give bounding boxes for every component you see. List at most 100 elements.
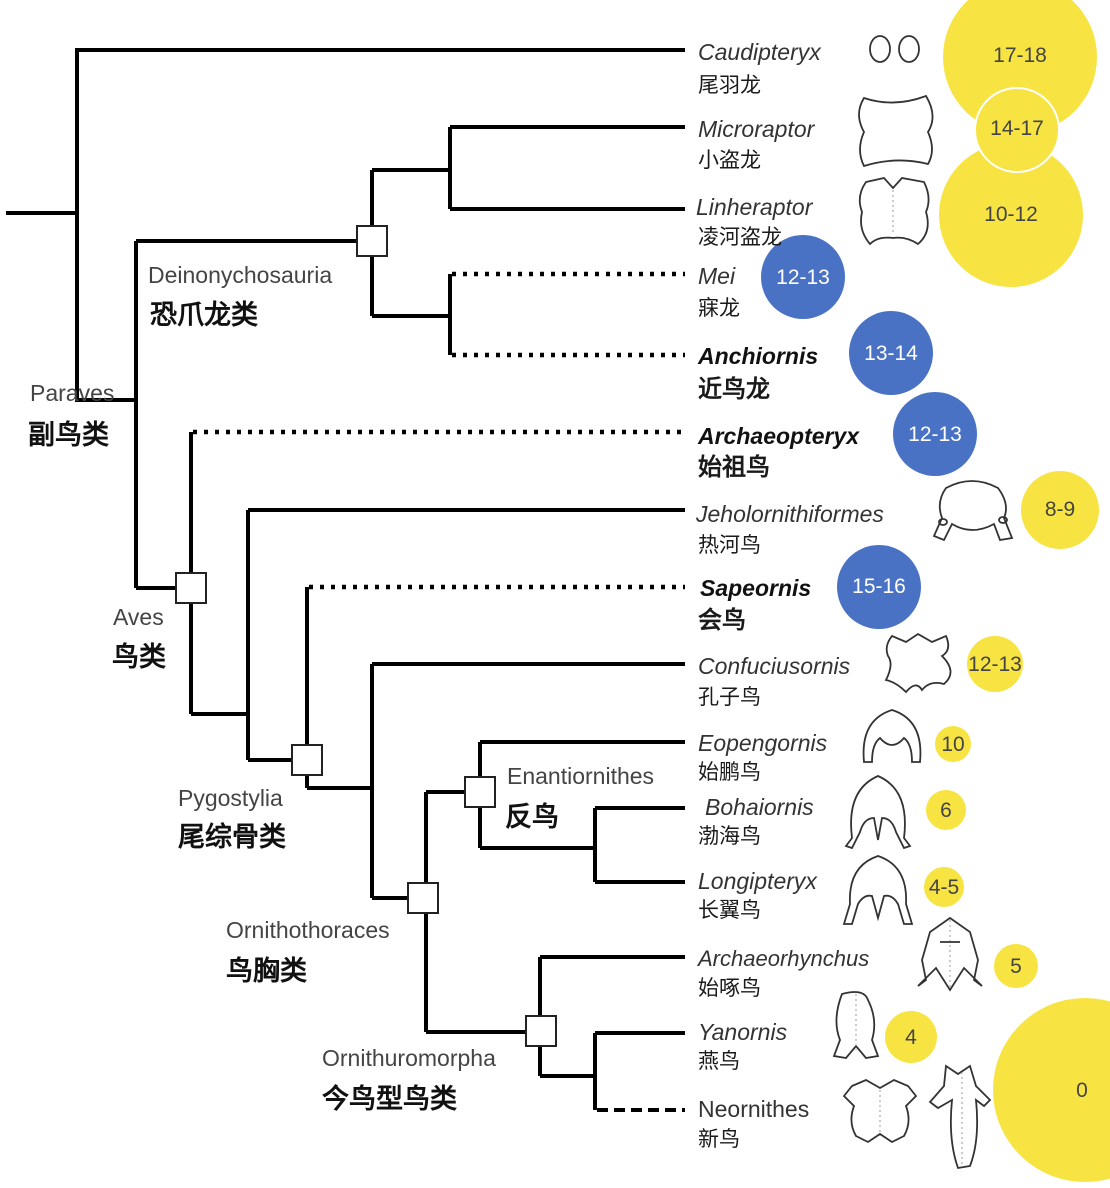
badge-circle-anchiornis [849, 311, 933, 395]
bohaiornis-sternum-icon [844, 775, 912, 850]
taxon-label: Caudipteryx [698, 39, 822, 65]
badge-circle-archaeopteryx [893, 392, 977, 476]
neornithes-sternum-icon [842, 1078, 918, 1144]
clade-label-deinonychosauria: Deinonychosauria [148, 262, 332, 288]
neornithes-keeled-sternum-icon [928, 1064, 992, 1170]
taxon-label-zh: 近鸟龙 [698, 375, 770, 403]
clade-label-pygostylia-zh: 尾综骨类 [178, 821, 286, 853]
taxon-label: Sapeornis [700, 575, 811, 601]
clade-label-paraves: Paraves [30, 380, 114, 406]
clade-label-paraves-zh: 副鸟类 [28, 419, 109, 451]
badge-circle-neornithes [993, 998, 1110, 1182]
badge-value: 4-5 [929, 876, 959, 899]
badge-circle-mei [761, 235, 845, 319]
badge-value: 12-13 [908, 423, 962, 446]
taxon-label: Microraptor [698, 116, 816, 142]
badge-circle-linheraptor [939, 143, 1083, 287]
taxon-label-zh: 热河鸟 [698, 533, 761, 557]
count-badges [761, 0, 1110, 1182]
badge-circle-caudipteryx [943, 0, 1097, 134]
taxon-label: Confuciusornis [698, 653, 851, 679]
clade-label-deinonychosauria-zh: 恐爪龙类 [150, 300, 258, 331]
badge-circle-longipteryx [924, 867, 964, 907]
taxon-label-zh: 会鸟 [698, 606, 746, 634]
badge-circle-microraptor [974, 87, 1060, 173]
clade-label-enantiornithes-zh: 反鸟 [505, 801, 559, 833]
taxon-label: Eopengornis [698, 730, 828, 756]
badge-value: 4 [905, 1026, 917, 1049]
node-deinonychosauria [356, 225, 388, 257]
badge-value: 8-9 [1045, 498, 1075, 521]
taxon-label-zh: 小盗龙 [698, 148, 761, 172]
clade-label-ornithuromorpha-zh: 今鸟型鸟类 [322, 1083, 457, 1115]
badge-value: 14-17 [990, 117, 1044, 140]
taxon-label: Yanornis [698, 1019, 788, 1045]
taxon-label-zh: 长翼鸟 [698, 898, 761, 922]
taxon-label-zh: 始祖鸟 [698, 453, 770, 481]
jeholornithiform-sternum-icon [932, 480, 1014, 542]
taxon-label-zh: 始鹏鸟 [698, 760, 761, 784]
microraptor-sternum-icon [858, 94, 934, 168]
eopengornis-sternum-icon [862, 709, 922, 763]
clade-label-aves: Aves [113, 604, 164, 630]
node-aves [175, 572, 207, 604]
badge-value: 0 [1076, 1079, 1088, 1102]
taxon-label: Anchiornis [697, 343, 818, 369]
badge-value: 15-16 [852, 575, 906, 598]
clade-label-enantiornithes: Enantiornithes [507, 763, 654, 789]
tree-branches [6, 48, 685, 1112]
clade-label-ornithuromorpha: Ornithuromorpha [322, 1045, 496, 1071]
taxon-label: Archaeopteryx [697, 423, 860, 449]
taxon-label-zh: 始啄鸟 [698, 976, 761, 1000]
taxon-label-zh: 孔子鸟 [698, 685, 761, 709]
taxon-label: Linheraptor [696, 194, 814, 220]
taxon-label-zh: 燕鸟 [698, 1049, 740, 1073]
linheraptor-sternum-icon [858, 177, 930, 246]
taxon-label-zh: 尾羽龙 [698, 73, 761, 97]
node-enantiornithes [464, 776, 496, 808]
clade-label-ornithothoraces: Ornithothoraces [226, 917, 390, 943]
clade-labels: Paraves 副鸟类 Deinonychosauria 恐爪龙类 Aves 鸟… [28, 262, 654, 1115]
taxon-label-zh: 渤海鸟 [698, 824, 761, 848]
taxon-label: Longipteryx [698, 868, 818, 894]
badge-numbers: 17-18 14-17 10-12 12-13 13-14 12-13 8-9 … [776, 44, 1088, 1102]
sternum-icons [832, 35, 1014, 1170]
badge-circle-sapeornis [837, 545, 921, 629]
badge-circle-yanornis [885, 1011, 937, 1063]
paired-oval-sternum-icon [869, 35, 920, 63]
taxon-label: Mei [698, 263, 736, 289]
node-pygostylia [291, 744, 323, 776]
taxon-labels: Caudipteryx 尾羽龙 Microraptor 小盗龙 Linherap… [695, 39, 884, 1151]
badge-value: 17-18 [993, 44, 1047, 67]
yanornis-sternum-icon [832, 991, 880, 1059]
badge-circle-bohaiornis [926, 790, 966, 830]
taxon-label-zh: 寐龙 [698, 296, 740, 320]
taxon-label: Neornithes [698, 1096, 809, 1122]
clade-label-pygostylia: Pygostylia [178, 785, 283, 811]
taxon-label: Archaeorhynchus [696, 946, 869, 971]
badge-value: 12-13 [968, 653, 1022, 676]
node-ornithothoraces [407, 882, 439, 914]
confuciusornis-sternum-icon [884, 632, 952, 694]
taxon-label: Bohaiornis [705, 794, 814, 820]
clade-label-aves-zh: 鸟类 [112, 641, 166, 673]
badge-circle-eopengornis [935, 726, 971, 762]
badge-value: 5 [1010, 955, 1022, 978]
badge-value: 10 [941, 733, 964, 756]
node-markers [175, 225, 557, 1047]
taxon-label-zh: 凌河盗龙 [698, 225, 782, 249]
badge-circle-jeholornithiformes [1021, 471, 1099, 549]
taxon-label: Jeholornithiformes [695, 501, 884, 527]
taxon-label-zh: 新鸟 [698, 1127, 740, 1151]
clade-label-ornithothoraces-zh: 鸟胸类 [226, 955, 307, 987]
badge-circle-confuciusornis [967, 636, 1023, 692]
badge-value: 10-12 [984, 203, 1038, 226]
archaeorhynchus-sternum-icon [917, 916, 983, 992]
node-ornithuromorpha [525, 1015, 557, 1047]
longipteryx-sternum-icon [842, 855, 914, 925]
badge-value: 6 [940, 799, 952, 822]
badge-value: 12-13 [776, 266, 830, 289]
badge-circle-archaeorhynchus [994, 944, 1038, 988]
badge-value: 13-14 [864, 342, 918, 365]
